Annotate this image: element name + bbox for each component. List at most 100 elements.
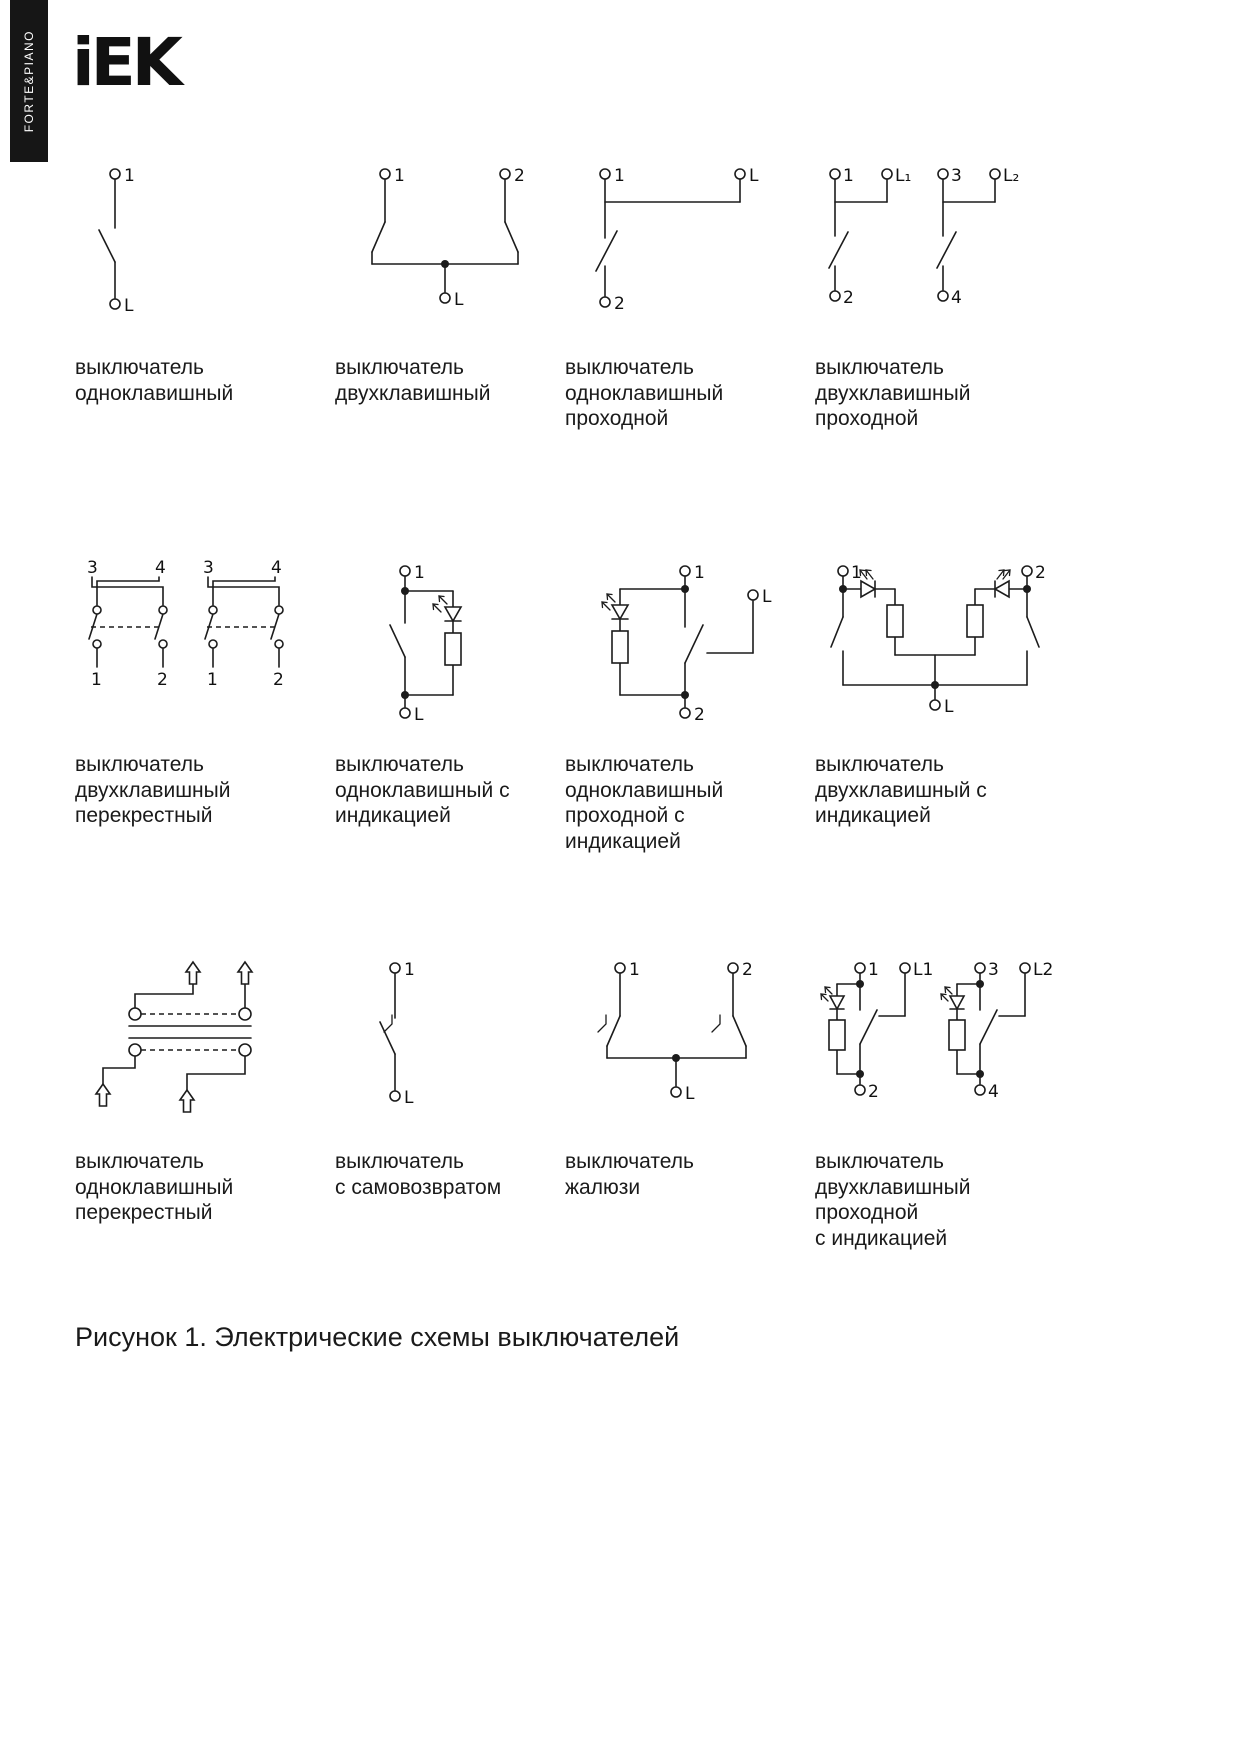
diagram-cell-single-passthrough: 1 L 2 выключатель одноклавишный проходно…	[565, 158, 815, 555]
switch-blade	[389, 624, 406, 658]
switch-blade	[595, 230, 618, 272]
terminal-circle	[929, 699, 941, 711]
diagram-cell-single-indicator: 1 L выключатель одноклавишный с индикаци…	[335, 555, 565, 952]
series-name-vertical: FORTE&PIANO	[22, 29, 36, 133]
terminal-label: 2	[694, 705, 705, 725]
wires-unit-2	[936, 178, 996, 291]
wires	[619, 575, 754, 708]
contact-circle	[128, 1007, 142, 1021]
junction-dot	[1023, 585, 1031, 593]
terminal-circle	[439, 292, 451, 304]
direction-arrow-icon	[184, 960, 202, 985]
diagram-caption: выключатель одноклавишный	[75, 356, 234, 405]
terminal-label: 1	[124, 166, 135, 186]
direction-arrow-icon	[236, 960, 254, 985]
switch-blade	[979, 1009, 998, 1045]
contact-circle	[92, 605, 102, 615]
diagram-caption: выключатель одноклавишный перекрестный	[75, 1150, 234, 1225]
terminal-label: L2	[1033, 960, 1053, 980]
terminal-circle	[937, 168, 949, 180]
terminal-label: L	[685, 1084, 695, 1104]
terminal-circle	[1021, 565, 1033, 577]
terminal-label: L₁	[895, 166, 911, 186]
junction-dot	[976, 1070, 984, 1078]
led-indicator-icon	[820, 986, 846, 1011]
led-indicator-icon	[432, 595, 463, 623]
figure-caption: Рисунок 1. Электрические схемы выключате…	[75, 1322, 680, 1352]
switch-blade	[1026, 616, 1040, 648]
diagram-cell-single-switch: 1 L выключатель одноклавишный	[75, 158, 335, 555]
wires	[379, 972, 396, 1091]
schematic-self-return: 1 L	[379, 960, 415, 1108]
terminal-circle	[109, 298, 121, 310]
contact-circle	[158, 639, 168, 649]
terminal-circle	[670, 1086, 682, 1098]
terminal-label: L	[124, 296, 134, 316]
terminal-circle	[854, 962, 866, 974]
terminal-circle	[389, 962, 401, 974]
terminal-circle	[679, 707, 691, 719]
terminal-label: 2	[1035, 563, 1046, 583]
diagram-caption: выключатель с самовозвратом	[335, 1150, 502, 1199]
terminal-label: L	[749, 166, 759, 186]
wires	[371, 178, 519, 293]
switch-blade	[606, 1015, 621, 1047]
terminal-circle	[734, 168, 746, 180]
terminal-circle	[854, 1084, 866, 1096]
terminal-circle	[399, 707, 411, 719]
terminal-label: 2	[742, 960, 753, 980]
terminal-circle	[499, 168, 511, 180]
contact-circle	[238, 1043, 252, 1057]
contact-circle	[208, 605, 218, 615]
schematic-double-passthrough-indicator: 1 L1 2 3 L2 4	[820, 960, 1053, 1102]
terminal-circle	[599, 296, 611, 308]
wires	[597, 972, 747, 1087]
junction-dot	[681, 691, 689, 699]
junction-dot	[931, 681, 939, 689]
switch-blade	[371, 221, 386, 253]
contact-circle	[158, 605, 168, 615]
contact-circle	[208, 639, 218, 649]
contact-circle	[238, 1007, 252, 1021]
terminal-label: 2	[273, 670, 284, 690]
contact-circle	[128, 1043, 142, 1057]
switch-blade	[859, 1009, 878, 1045]
terminal-label: 1	[414, 563, 425, 583]
terminal-label: L	[944, 697, 954, 717]
terminal-label: 1	[851, 563, 862, 583]
switch-blade	[936, 231, 957, 269]
terminal-circle	[1019, 962, 1031, 974]
terminal-label: 3	[951, 166, 962, 186]
junction-dot	[856, 1070, 864, 1078]
terminal-circle	[379, 168, 391, 180]
terminal-circle	[899, 962, 911, 974]
wires	[98, 178, 116, 299]
diagram-caption: выключатель жалюзи	[565, 1150, 694, 1199]
terminal-circle	[399, 565, 411, 577]
terminal-label: 1	[843, 166, 854, 186]
diagram-caption: выключатель одноклавишный проходной с ин…	[565, 753, 724, 853]
terminal-label: 1	[868, 960, 879, 980]
led-indicator-icon	[940, 986, 966, 1011]
diagram-caption: выключатель двухклавишный с индикацией	[815, 753, 987, 828]
terminal-circle	[837, 565, 849, 577]
diagram-caption: выключатель одноклавишный с индикацией	[335, 753, 510, 828]
contact-circle	[274, 639, 284, 649]
schematic-double-indicator: 1 2 L	[830, 563, 1046, 717]
terminal-label: 3	[203, 558, 214, 578]
terminal-circle	[679, 565, 691, 577]
contact-circle	[274, 605, 284, 615]
schematic-passthrough-indicator: 1 L 2	[601, 563, 772, 725]
led-indicator-icon	[601, 593, 630, 621]
terminal-label: 4	[155, 558, 166, 578]
terminal-circle	[881, 168, 893, 180]
direction-arrow-icon	[94, 1082, 112, 1107]
schematic-double-crossover: 3 4 1 2 3 4 1 2	[87, 558, 284, 690]
switch-blade	[98, 229, 116, 263]
switch-blade	[828, 231, 849, 269]
terminal-label: 2	[868, 1082, 879, 1102]
diagram-caption: выключатель двухклавишный проходной	[815, 356, 971, 431]
schematic-single-crossover	[94, 960, 254, 1113]
terminal-circle	[974, 1084, 986, 1096]
